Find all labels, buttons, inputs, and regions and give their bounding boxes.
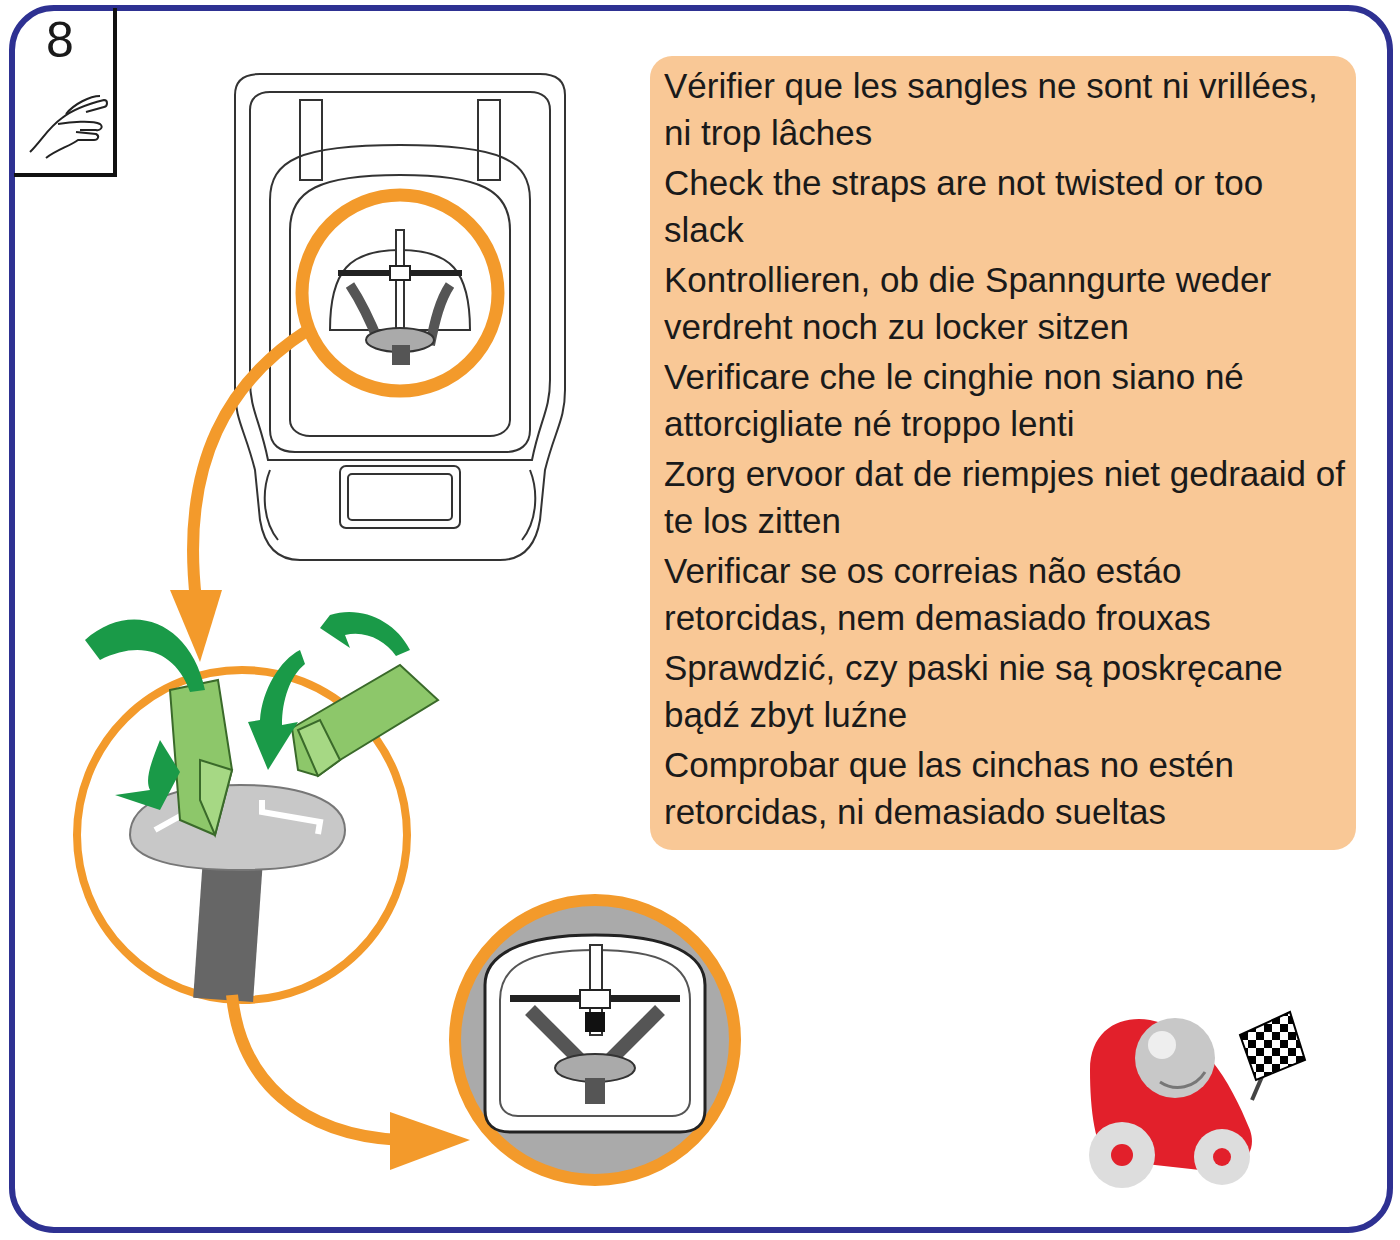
result-detail xyxy=(485,935,705,1132)
instruction-text: Vérifier que les sangles ne sont ni vril… xyxy=(664,62,1346,156)
instruction-text: Zorg ervoor dat de riempjes niet gedraai… xyxy=(664,450,1346,544)
orange-arrow xyxy=(232,995,400,1140)
buckle-detail xyxy=(130,665,438,1002)
orange-arrow xyxy=(193,330,308,600)
hand-icon xyxy=(30,96,107,158)
instruction-text: Kontrollieren, ob die Spanngurte weder v… xyxy=(664,256,1346,350)
page-frame xyxy=(12,8,1390,1230)
result-circle xyxy=(455,900,735,1180)
step-number-box: 8 xyxy=(16,12,112,68)
text-panel: Vérifier que les sangles ne sont ni vril… xyxy=(650,56,1356,850)
car-seat xyxy=(235,74,565,560)
arrow-head xyxy=(390,1112,470,1170)
instruction-text: Comprobar que las cinchas no estén retor… xyxy=(664,741,1346,835)
instruction-text: Check the straps are not twisted or too … xyxy=(664,159,1346,253)
instruction-text: Verificare che le cinghie non siano né a… xyxy=(664,353,1346,447)
harness-detail xyxy=(330,230,470,365)
zoom-circle xyxy=(302,195,498,391)
instruction-text: Verificar se os correias não estáo retor… xyxy=(664,547,1346,641)
mascot-car xyxy=(1089,1012,1305,1188)
twist-arrows xyxy=(85,612,410,810)
step-number: 8 xyxy=(16,12,112,68)
instruction-text: Sprawdzić, czy paski nie są poskręcane b… xyxy=(664,644,1346,738)
step-box xyxy=(14,8,115,175)
